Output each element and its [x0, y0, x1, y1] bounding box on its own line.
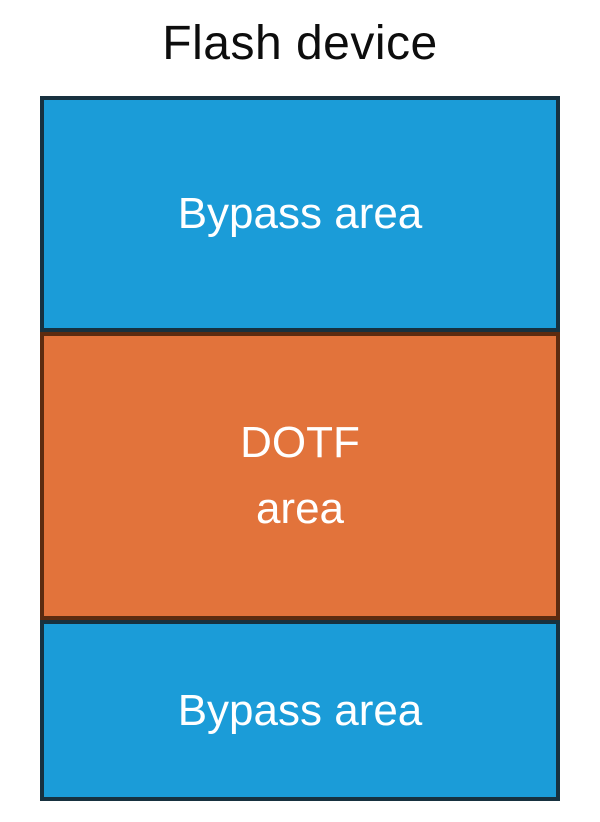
bypass-area-top-label: Bypass area: [177, 189, 423, 238]
bypass-area-bottom-block: Bypass area: [40, 620, 560, 801]
page-title: Flash device: [162, 17, 438, 70]
flash-device-diagram: Bypass area DOTF area Bypass area: [40, 96, 560, 801]
dotf-area-block: DOTF area: [40, 332, 560, 620]
dotf-area-label-line2: area: [255, 484, 345, 533]
bypass-area-top-block: Bypass area: [40, 96, 560, 332]
dotf-area-label-line1: DOTF: [240, 418, 360, 467]
bypass-area-bottom-label: Bypass area: [177, 685, 423, 735]
